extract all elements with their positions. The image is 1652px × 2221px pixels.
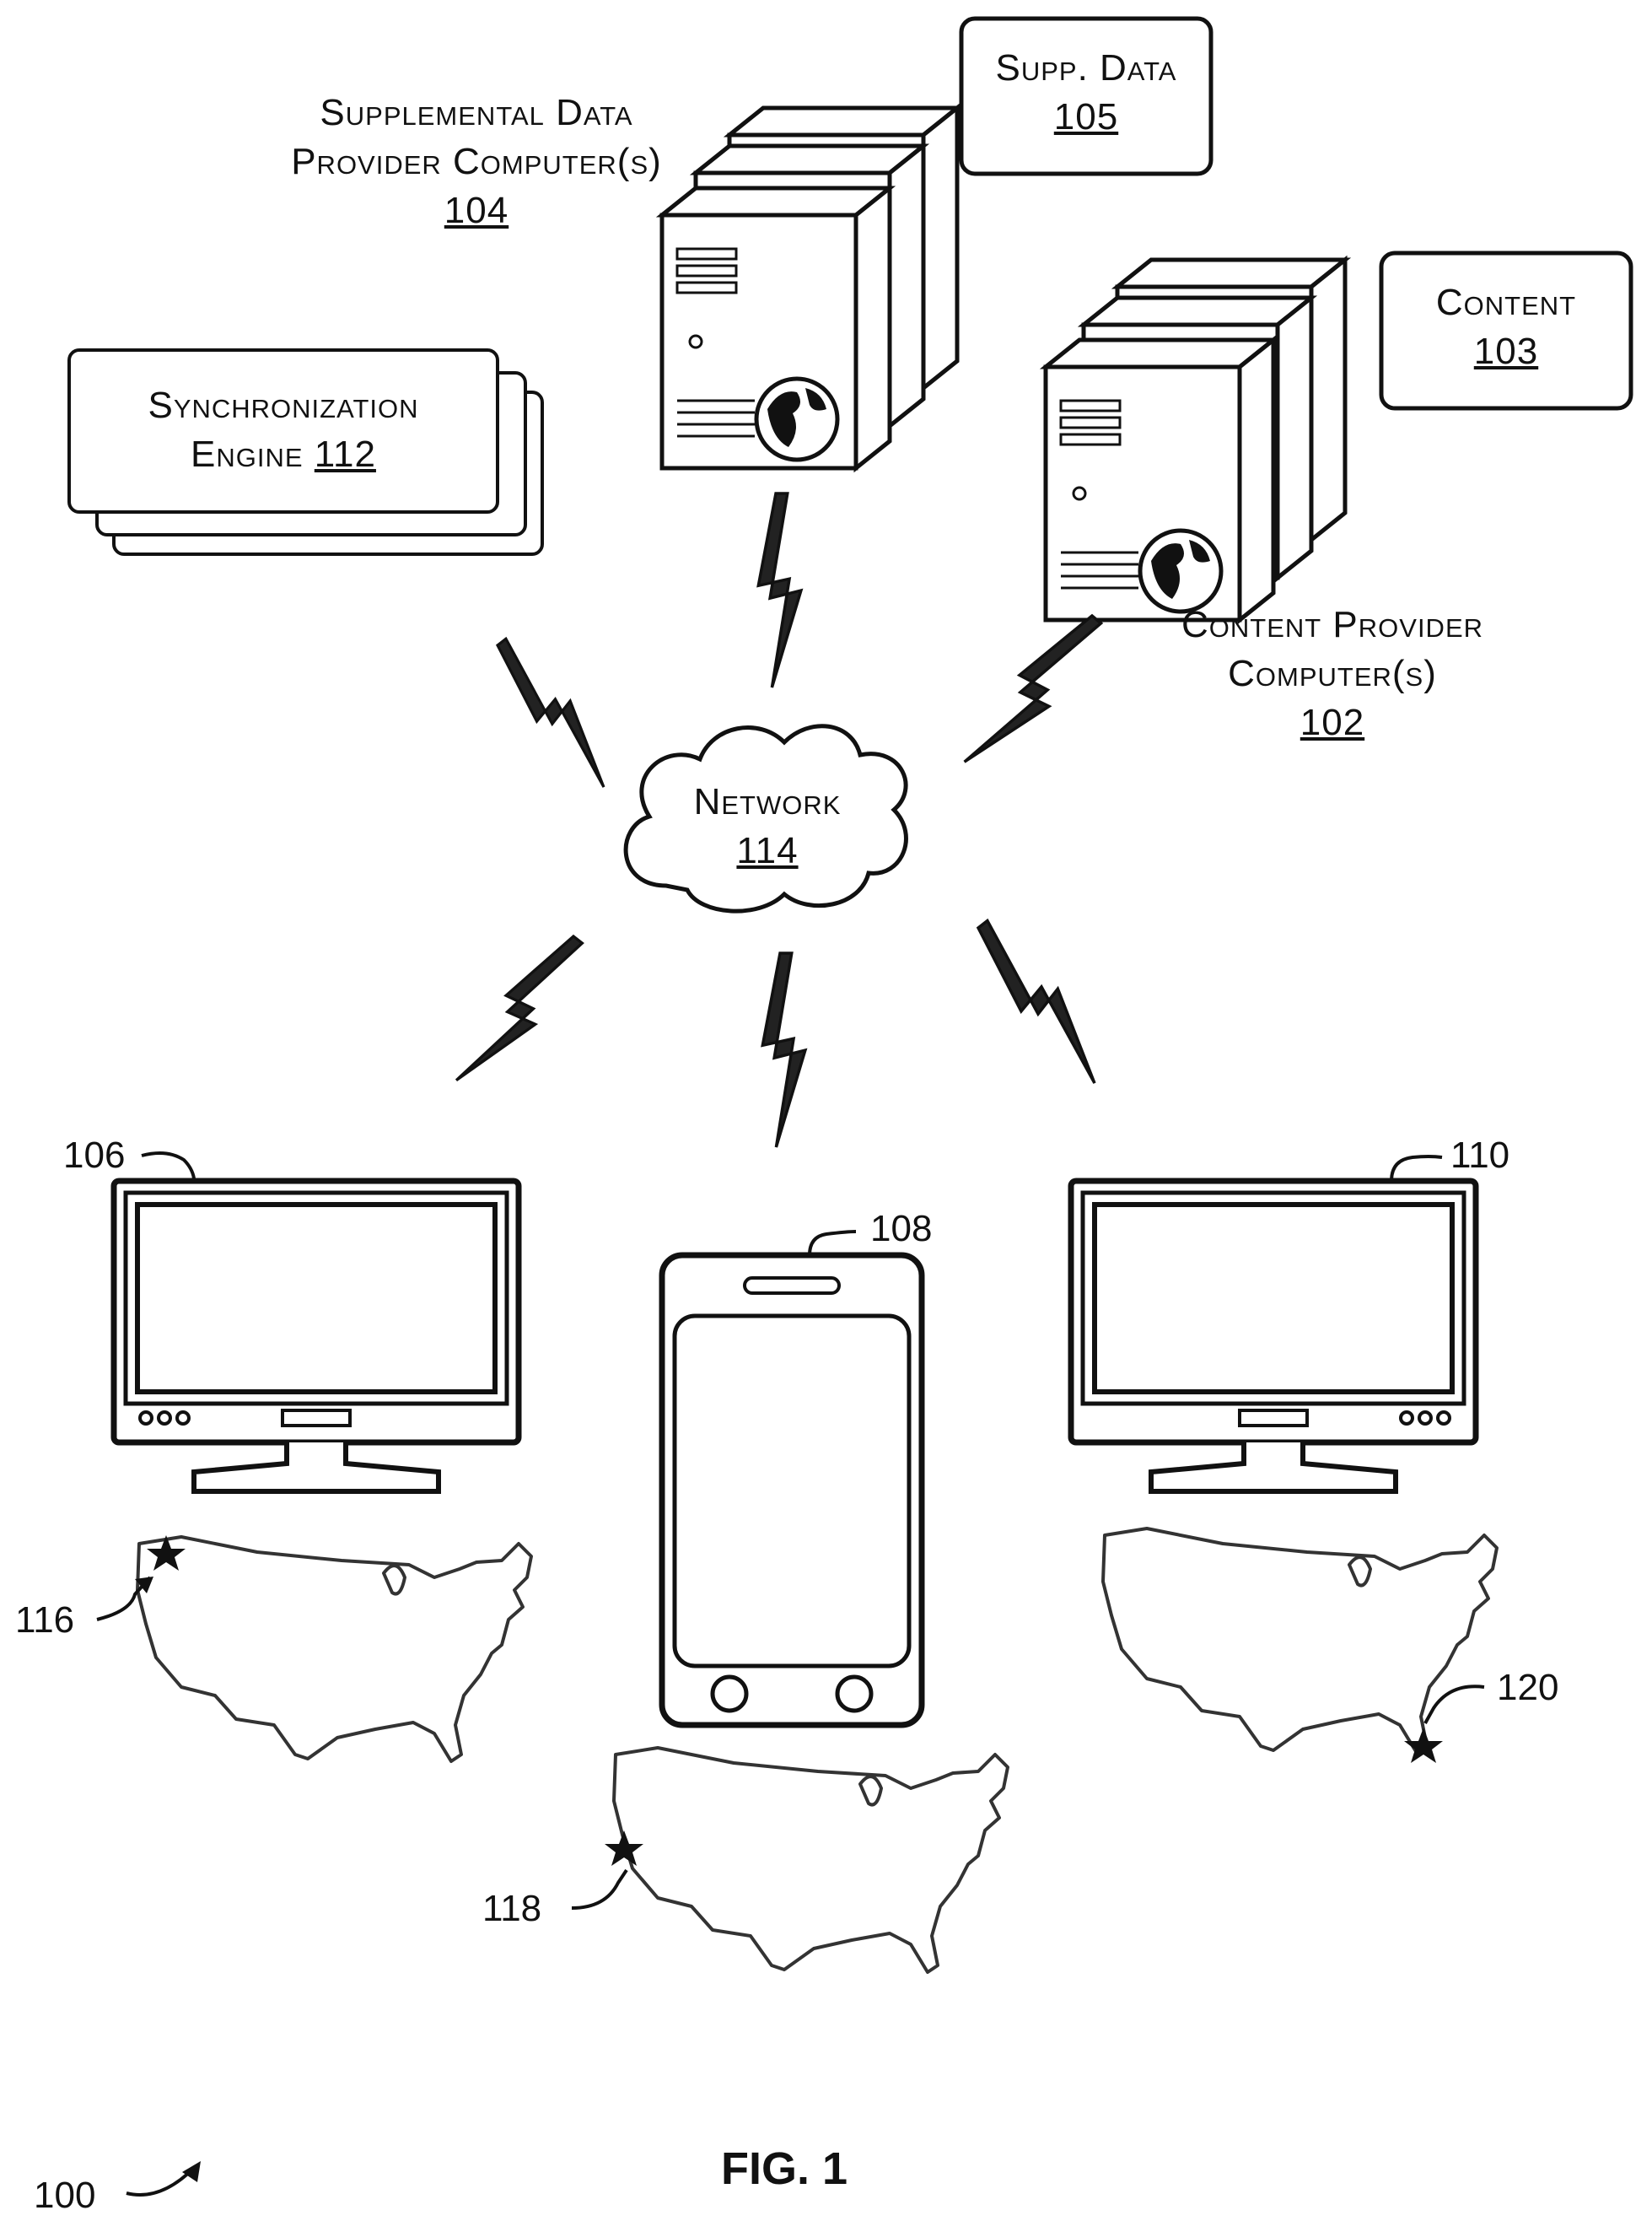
sync-engine-label: Synchronization Engine 112 bbox=[69, 381, 498, 479]
ref-102: 102 bbox=[1096, 698, 1569, 747]
phone bbox=[662, 1255, 922, 1725]
network-label: Network 114 bbox=[641, 778, 894, 876]
ref-106: 106 bbox=[63, 1135, 125, 1177]
content-provider-servers bbox=[1046, 260, 1345, 620]
link-tv-right bbox=[965, 913, 1117, 1092]
link-phone bbox=[762, 953, 805, 1147]
ref-118: 118 bbox=[482, 1888, 541, 1930]
link-content-provider bbox=[954, 605, 1111, 781]
ref-104: 104 bbox=[232, 186, 721, 235]
ref-110: 110 bbox=[1450, 1135, 1509, 1177]
figure-caption: FIG. 1 bbox=[721, 2143, 848, 2195]
ref-108: 108 bbox=[870, 1208, 932, 1250]
ref-120: 120 bbox=[1497, 1667, 1558, 1709]
leader-110 bbox=[1391, 1156, 1442, 1181]
us-map-center bbox=[605, 1748, 1008, 1972]
supp-data-label: Supp. Data 105 bbox=[961, 44, 1211, 142]
us-map-left bbox=[137, 1535, 531, 1761]
tv-right bbox=[1071, 1181, 1476, 1491]
link-sync-engine bbox=[485, 631, 625, 795]
us-map-right bbox=[1103, 1528, 1497, 1763]
location-star-center bbox=[605, 1830, 643, 1866]
ref-114: 114 bbox=[641, 827, 894, 876]
ref-100: 100 bbox=[34, 2175, 95, 2217]
leader-118 bbox=[572, 1870, 627, 1908]
ref-103: 103 bbox=[1381, 327, 1631, 376]
ref-116: 116 bbox=[15, 1599, 74, 1641]
tv-left bbox=[114, 1181, 519, 1491]
link-supplemental-provider bbox=[758, 493, 801, 687]
link-tv-left bbox=[446, 926, 593, 1097]
leader-106 bbox=[142, 1153, 194, 1178]
leader-120 bbox=[1425, 1686, 1484, 1723]
ref-112: 112 bbox=[315, 434, 376, 475]
supplemental-provider-label: Supplemental Data Provider Computer(s) 1… bbox=[232, 89, 721, 235]
location-star-right bbox=[1404, 1728, 1443, 1763]
leader-108 bbox=[810, 1232, 856, 1255]
ref-105: 105 bbox=[961, 93, 1211, 142]
content-provider-label: Content Provider Computer(s) 102 bbox=[1096, 601, 1569, 747]
content-label: Content 103 bbox=[1381, 278, 1631, 376]
